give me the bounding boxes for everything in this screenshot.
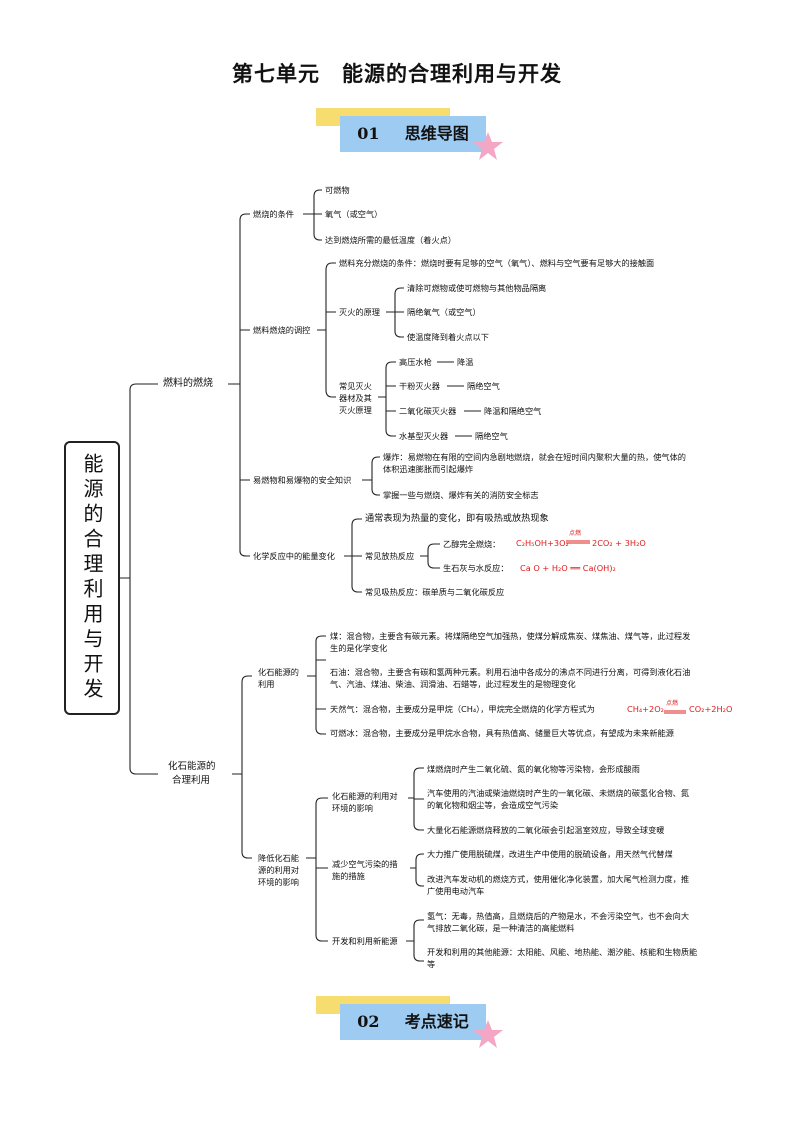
equation-methane-left: CH₄+2O₂	[627, 704, 664, 714]
node-reduce-impact-l1: 降低化石能	[258, 853, 299, 863]
branch-fossil-l1: 化石能源的	[168, 761, 216, 772]
section-label: 思维导图	[404, 124, 469, 143]
leaf-coal: 煤：混合物，主要含有碳元素。将煤隔绝空气加强热，使煤分解成焦炭、煤焦油、煤气等，…	[330, 631, 691, 653]
node-reduce-pollution-l1: 减少空气污染的措	[332, 859, 398, 869]
equation-methane-condition: 点燃	[666, 700, 679, 707]
leaf-natural-gas: 天然气：混合物，主要成分是甲烷（CH₄），甲烷完全燃烧的化学方程式为	[330, 704, 595, 714]
leaf-water-gun-use: 降温	[457, 357, 474, 367]
leaf-powder-extinguisher: 干粉灭火器	[399, 381, 440, 391]
leaf-safety-signs: 掌握一些与燃烧、爆炸有关的消防安全标志	[383, 490, 539, 500]
leaf-desulfurized-coal: 大力推广使用脱硫煤，改进生产中使用的脱硫设备，用天然气代替煤	[427, 849, 673, 859]
leaf-ignition-point: 达到燃烧所需的最低温度（着火点）	[325, 235, 457, 245]
equation-ethanol-left: C₂H₅OH+3O₂	[516, 538, 569, 548]
section-number: 02	[357, 1012, 380, 1031]
node-extinguishers-l2: 器材及其	[339, 393, 372, 403]
node-fossil-use-l2: 利用	[258, 679, 275, 689]
node-reduce-impact-l3: 环境的影响	[258, 877, 299, 887]
equation-ethanol-right: 2CO₂ + 3H₂O	[592, 538, 646, 548]
node-combustion-conditions: 燃烧的条件	[253, 209, 294, 219]
section-header-01: 01 思维导图	[316, 108, 506, 160]
node-new-energy: 开发和利用新能源	[332, 936, 398, 946]
node-env-impact-l1: 化石能源的利用对	[332, 791, 398, 801]
leaf-water-based-extinguisher: 水基型灭火器	[399, 431, 449, 441]
leaf-powder-use: 隔绝空气	[467, 381, 500, 391]
equation-ethanol-condition: 点燃	[569, 530, 582, 537]
leaf-ethanol-combustion: 乙醇完全燃烧：	[443, 539, 501, 549]
node-fossil-use-l1: 化石能源的	[258, 667, 299, 677]
leaf-co2-use: 降温和隔绝空气	[484, 406, 542, 416]
leaf-hydrogen: 氢气：无毒，热值高，且燃烧后的产物是水，不会污染空气，也不会向大气排放二氧化碳，…	[427, 911, 690, 933]
leaf-other-energy: 开发和利用的其他能源：太阳能、风能、地热能、潮汐能、核能和生物质能等	[427, 947, 698, 969]
leaf-lower-temperature: 使温度降到着火点以下	[407, 332, 489, 342]
node-fire-extinguish-principle: 灭火的原理	[339, 307, 380, 317]
leaf-acid-rain: 煤燃烧时产生二氧化硫、氮的氧化物等污染物，会形成酸雨	[427, 764, 640, 774]
node-extinguishers-l3: 灭火原理	[339, 405, 372, 415]
section-label-box: 01 思维导图	[340, 116, 486, 152]
equation-lime-water: Ca O + H₂O ══ Ca(OH)₂	[520, 563, 616, 573]
node-extinguishers-l1: 常见灭火	[339, 381, 372, 391]
node-reduce-pollution-l2: 施的措施	[332, 871, 365, 881]
node-combustion-control: 燃料燃烧的调控	[253, 325, 311, 335]
section-label: 考点速记	[404, 1012, 469, 1031]
page-title: 第七单元 能源的合理利用与开发	[232, 61, 562, 86]
branch-fuel-combustion: 燃料的燃烧	[163, 378, 213, 389]
leaf-full-combustion: 燃料充分燃烧的条件：燃烧时要有足够的空气（氧气）、燃料与空气要有足够大的接触面	[339, 258, 655, 268]
leaf-lime-water: 生石灰与水反应：	[443, 563, 509, 573]
leaf-co2-extinguisher: 二氧化碳灭火器	[399, 406, 457, 416]
leaf-heat-change: 通常表现为热量的变化，即有吸热或放热现象	[365, 513, 549, 524]
leaf-endothermic: 常见吸热反应：碳单质与二氧化碳反应	[365, 587, 505, 597]
leaf-vehicle-pollution: 汽车使用的汽油或柴油燃烧时产生的一氧化碳、未燃烧的碳氢化合物、氮的氧化物和烟尘等…	[427, 788, 690, 810]
star-icon	[473, 132, 503, 160]
leaf-combustible-ice: 可燃冰：混合物，主要成分是甲烷水合物，具有热值高、储量巨大等优点，有望成为未来新…	[330, 728, 674, 738]
leaf-remove-combustible: 清除可燃物或使可燃物与其他物品隔离	[407, 283, 547, 293]
leaf-oxygen: 氧气（或空气）	[325, 209, 383, 219]
leaf-water-gun: 高压水枪	[399, 357, 432, 367]
leaf-isolate-oxygen: 隔绝氧气（或空气）	[407, 307, 481, 317]
leaf-combustible: 可燃物	[325, 185, 350, 195]
section-header-02: 02 考点速记	[316, 996, 506, 1048]
leaf-water-based-use: 隔绝空气	[475, 431, 508, 441]
leaf-petroleum: 石油：混合物，主要含有碳和氢两种元素。利用石油中各成分的沸点不同进行分离，可得到…	[330, 667, 691, 689]
section-label-box: 02 考点速记	[340, 1004, 486, 1040]
node-exothermic: 常见放热反应	[365, 551, 415, 561]
node-energy-change: 化学反应中的能量变化	[253, 551, 335, 561]
mindmap-root: 能源的合理利用与开发	[64, 441, 120, 715]
section-number: 01	[357, 124, 380, 143]
equation-methane-right: CO₂+2H₂O	[689, 704, 733, 714]
star-icon	[473, 1020, 503, 1048]
branch-fossil-l2: 合理利用	[172, 775, 211, 786]
leaf-explosion: 爆炸：易燃物在有限的空间内急剧地燃烧，就会在短时间内聚积大量的热，使气体的体积迅…	[383, 452, 686, 474]
mindmap-root-label: 能源的合理利用与开发	[80, 453, 104, 703]
node-flammable-safety: 易燃物和易爆物的安全知识	[253, 475, 352, 485]
leaf-vehicle-improvement: 改进汽车发动机的燃烧方式，使用催化净化装置，加大尾气检测力度，推广使用电动汽车	[427, 874, 690, 896]
node-env-impact-l2: 环境的影响	[332, 803, 373, 813]
leaf-greenhouse: 大量化石能源燃烧释放的二氧化碳会引起温室效应，导致全球变暖	[427, 825, 665, 835]
node-reduce-impact-l2: 源的利用对	[258, 865, 299, 875]
